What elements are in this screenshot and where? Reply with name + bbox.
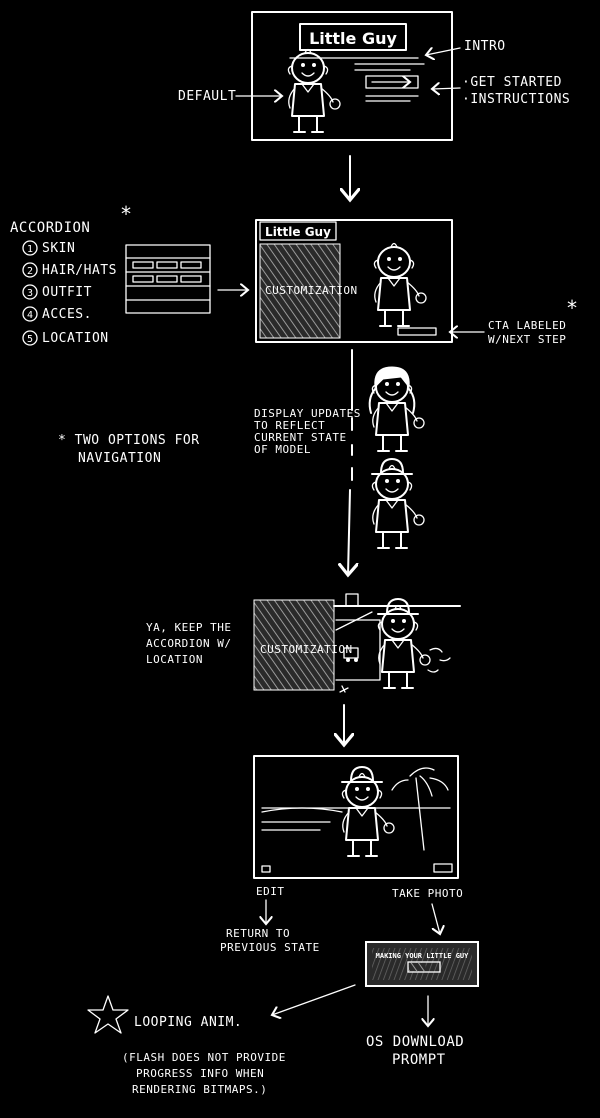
photo-screen-frame (253, 755, 459, 879)
intro-character (287, 48, 341, 133)
looping-note-title: LOOPING ANIM. (134, 1015, 243, 1030)
take-photo-arrow (431, 903, 440, 934)
location-note-line-2: ACCORDION W/ (146, 637, 232, 650)
accordion-number-circle (22, 284, 38, 300)
navigation-note-line-2: NAVIGATION (78, 451, 162, 466)
location-customization-panel[interactable] (253, 599, 335, 691)
accordion-number-circle (22, 306, 38, 322)
customize-title: Little Guy (265, 225, 331, 239)
return-note-line-1: RETURN TO (226, 927, 291, 940)
cta-next-step-button[interactable] (397, 327, 437, 336)
looping-note-detail-3: RENDERING BITMAPS.) (132, 1083, 268, 1096)
photo-character (341, 772, 395, 857)
location-car (343, 647, 359, 659)
accordion-title: ACCORDION (10, 220, 91, 236)
bullets-arrow (432, 88, 461, 89)
intro-instructions-lines (365, 95, 419, 102)
location-flowers (427, 647, 451, 673)
cta-note-line-2: W/NEXT STEP (488, 333, 567, 346)
default-label: DEFAULT (178, 89, 237, 104)
looping-arrow (272, 984, 356, 1015)
photo-palm-tree (409, 767, 435, 851)
cta-note-line-1: CTA LABELED (488, 319, 567, 332)
character-hair-variant (368, 366, 425, 452)
intro-title-box (299, 23, 407, 51)
location-character (377, 604, 431, 689)
edit-button[interactable] (261, 865, 271, 873)
customize-character (373, 242, 427, 327)
accordion-number: 1 (27, 244, 33, 255)
accordion-number: 5 (27, 334, 33, 345)
display-note-line-2: TO REFLECT (254, 419, 326, 432)
intro-text-lines (354, 63, 425, 71)
instructions-label: ·INSTRUCTIONS (462, 92, 571, 107)
accordion-asterisk: * (120, 202, 133, 226)
accordion-item-hair-hats: HAIR/HATS (42, 263, 117, 278)
cta-asterisk: * (566, 296, 579, 320)
display-note-line-4: OF MODEL (254, 443, 311, 456)
accordion-item-outfit: OUTFIT (42, 285, 92, 300)
download-note-line-1: OS DOWNLOAD (366, 1034, 465, 1050)
accordion-number: 2 (27, 266, 33, 277)
get-started-label: ·GET STARTED (462, 75, 562, 90)
progress-bar-track (407, 961, 441, 973)
intro-get-started-button[interactable] (365, 75, 419, 89)
return-note-line-2: PREVIOUS STATE (220, 941, 320, 954)
customize-title-box (259, 221, 337, 241)
navigation-note-line-1: * TWO OPTIONS FOR (58, 433, 200, 448)
looping-note-detail-2: PROGRESS INFO WHEN (136, 1067, 265, 1080)
location-panel-label: CUSTOMIZATION (260, 643, 353, 656)
accordion-number-circle (22, 240, 38, 256)
star-icon (87, 995, 129, 1034)
location-tab[interactable] (345, 593, 359, 607)
accordion-number-circle (22, 262, 38, 278)
location-note-line-3: LOCATION (146, 653, 203, 666)
accordion-wireframe (125, 244, 211, 314)
accordion-number: 3 (27, 288, 33, 299)
customization-panel-label: CUSTOMIZATION (265, 284, 358, 297)
customization-panel[interactable] (259, 243, 341, 339)
accordion-item-accessories: ACCES. (42, 307, 92, 322)
intro-screen-frame (251, 11, 453, 141)
display-note-line-3: CURRENT STATE (254, 431, 347, 444)
edit-label: EDIT (256, 885, 285, 898)
progress-dialog-text: MAKING YOUR LITTLE GUY (376, 952, 470, 960)
display-note-line-1: DISPLAY UPDATES (254, 407, 361, 420)
intro-label: INTRO (464, 39, 506, 54)
accordion-item-skin: SKIN (42, 241, 76, 256)
looping-note-detail-1: (FLASH DOES NOT PROVIDE (122, 1051, 286, 1064)
download-note-line-2: PROMPT (392, 1052, 446, 1068)
flow-arrow-2 (348, 489, 350, 575)
take-photo-button[interactable] (433, 863, 453, 873)
customize-screen-frame (255, 219, 453, 343)
character-hat-variant (371, 458, 425, 549)
accordion-number-circle (22, 330, 38, 346)
location-house (335, 619, 381, 681)
progress-bar-fill (409, 963, 426, 971)
location-note-line-1: YA, KEEP THE (146, 621, 232, 634)
intro-title: Little Guy (309, 29, 397, 48)
intro-arrow (426, 48, 461, 55)
take-photo-label: TAKE PHOTO (392, 887, 464, 900)
accordion-number: 4 (27, 310, 33, 321)
accordion-item-location: LOCATION (42, 331, 109, 346)
